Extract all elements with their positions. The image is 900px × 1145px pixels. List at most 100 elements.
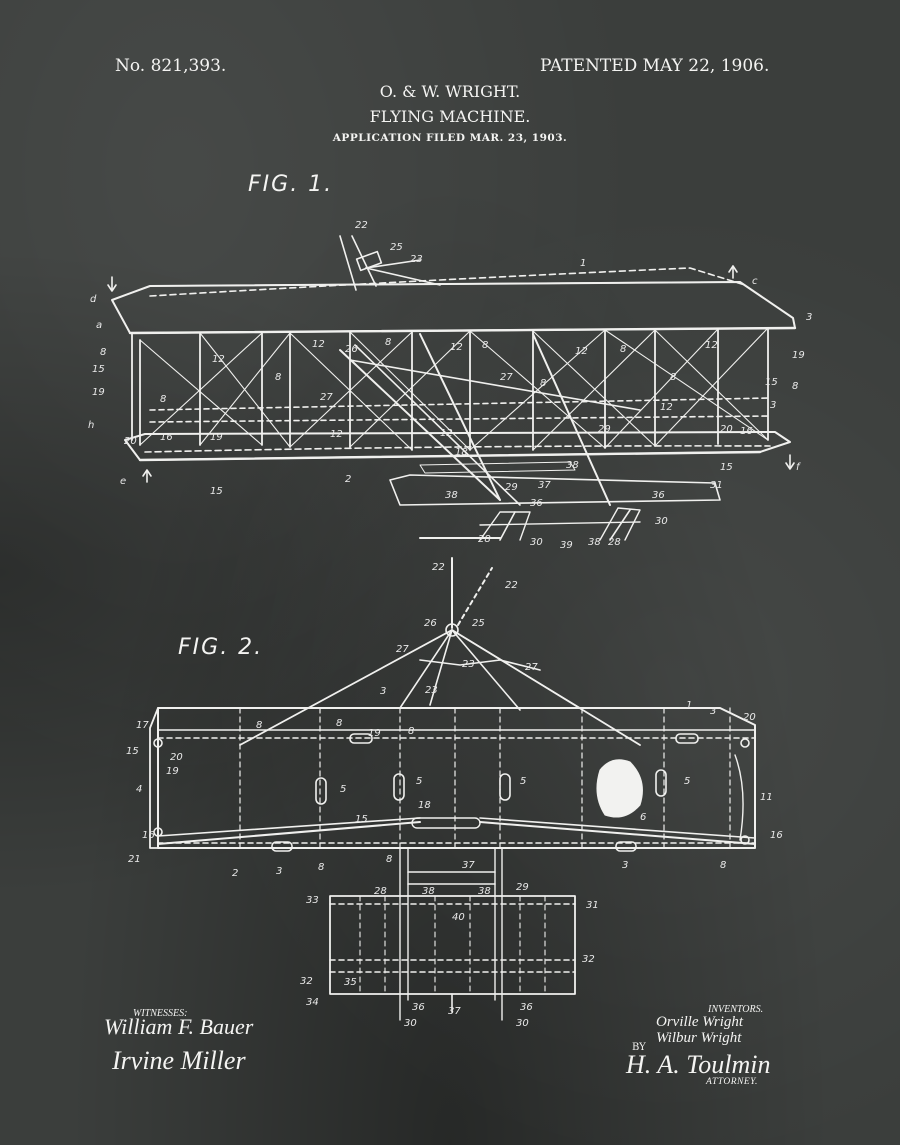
svg-text:a: a bbox=[96, 320, 102, 331]
svg-text:e: e bbox=[120, 476, 126, 487]
svg-text:8: 8 bbox=[540, 378, 546, 389]
svg-text:4: 4 bbox=[136, 784, 142, 795]
svg-text:36: 36 bbox=[652, 490, 665, 501]
svg-text:19: 19 bbox=[368, 728, 381, 739]
svg-text:3: 3 bbox=[622, 860, 628, 871]
svg-text:3: 3 bbox=[806, 312, 812, 323]
svg-text:5: 5 bbox=[340, 784, 346, 795]
svg-text:12: 12 bbox=[440, 428, 453, 439]
svg-text:15: 15 bbox=[210, 486, 223, 497]
svg-text:8: 8 bbox=[160, 394, 166, 405]
svg-text:6: 6 bbox=[640, 812, 646, 823]
svg-text:38: 38 bbox=[445, 490, 458, 501]
svg-text:29: 29 bbox=[516, 882, 529, 893]
svg-text:16: 16 bbox=[142, 830, 155, 841]
witness-1-signature: William F. Bauer bbox=[104, 1014, 254, 1039]
fig2-plan-drawing bbox=[149, 557, 756, 1021]
svg-text:8: 8 bbox=[792, 381, 798, 392]
svg-text:15: 15 bbox=[92, 364, 105, 375]
svg-text:5: 5 bbox=[416, 776, 422, 787]
svg-text:32: 32 bbox=[582, 954, 595, 965]
svg-text:18: 18 bbox=[418, 800, 431, 811]
svg-text:h: h bbox=[88, 420, 94, 431]
svg-text:8: 8 bbox=[482, 340, 488, 351]
svg-text:23: 23 bbox=[425, 685, 438, 696]
svg-text:38: 38 bbox=[566, 460, 579, 471]
svg-text:15: 15 bbox=[355, 814, 368, 825]
svg-text:12: 12 bbox=[575, 346, 588, 357]
svg-text:27: 27 bbox=[500, 372, 513, 383]
svg-text:15: 15 bbox=[765, 377, 778, 388]
fig1-biplane-drawing bbox=[107, 235, 797, 541]
svg-text:23: 23 bbox=[410, 254, 423, 265]
svg-text:15: 15 bbox=[126, 746, 139, 757]
svg-text:8: 8 bbox=[275, 372, 281, 383]
svg-text:8: 8 bbox=[386, 854, 392, 865]
svg-text:29: 29 bbox=[505, 482, 518, 493]
patent-date: PATENTED MAY 22, 1906. bbox=[540, 56, 770, 76]
svg-text:19: 19 bbox=[166, 766, 179, 777]
fig1-label: FIG. 1. bbox=[248, 172, 334, 197]
svg-text:8: 8 bbox=[670, 372, 676, 383]
svg-text:34: 34 bbox=[306, 997, 319, 1008]
inventor-1-signature: Orville Wright bbox=[656, 1014, 744, 1030]
svg-text:16: 16 bbox=[160, 432, 173, 443]
svg-text:2: 2 bbox=[345, 474, 351, 485]
svg-text:38: 38 bbox=[422, 886, 435, 897]
svg-text:5: 5 bbox=[520, 776, 526, 787]
svg-text:28: 28 bbox=[478, 534, 491, 545]
svg-text:27: 27 bbox=[525, 662, 538, 673]
svg-text:28: 28 bbox=[374, 886, 387, 897]
attorney-signature: H. A. Toulmin bbox=[626, 1050, 771, 1079]
svg-text:33: 33 bbox=[306, 895, 319, 906]
fig2-label: FIG. 2. bbox=[178, 635, 264, 660]
svg-text:27: 27 bbox=[396, 644, 409, 655]
svg-text:8: 8 bbox=[620, 344, 626, 355]
svg-text:25: 25 bbox=[472, 618, 485, 629]
by-label: BY bbox=[632, 1042, 646, 1053]
svg-text:2: 2 bbox=[232, 868, 238, 879]
svg-text:12: 12 bbox=[450, 342, 463, 353]
svg-text:5: 5 bbox=[684, 776, 690, 787]
svg-text:28: 28 bbox=[608, 537, 621, 548]
svg-text:37: 37 bbox=[448, 1006, 461, 1017]
inventor-2-signature: Wilbur Wright bbox=[656, 1030, 742, 1046]
svg-text:1: 1 bbox=[686, 700, 692, 711]
inventors-heading: INVENTORS. bbox=[708, 1004, 764, 1015]
svg-text:c: c bbox=[752, 276, 758, 287]
svg-text:8: 8 bbox=[256, 720, 262, 731]
svg-text:22: 22 bbox=[505, 580, 518, 591]
svg-text:26: 26 bbox=[345, 344, 358, 355]
svg-text:38: 38 bbox=[588, 537, 601, 548]
svg-text:3: 3 bbox=[770, 400, 776, 411]
attorney-heading: ATTORNEY. bbox=[706, 1077, 758, 1087]
svg-text:26: 26 bbox=[424, 618, 437, 629]
svg-text:30: 30 bbox=[530, 537, 543, 548]
svg-text:8: 8 bbox=[720, 860, 726, 871]
svg-text:29: 29 bbox=[598, 424, 611, 435]
svg-text:3: 3 bbox=[710, 706, 716, 717]
svg-text:8: 8 bbox=[408, 726, 414, 737]
witness-2-signature: Irvine Miller bbox=[112, 1046, 246, 1075]
svg-text:20: 20 bbox=[743, 712, 756, 723]
inventors-line: O. & W. WRIGHT. bbox=[379, 82, 521, 101]
application-filed: APPLICATION FILED MAR. 23, 1903. bbox=[332, 132, 568, 144]
svg-text:16: 16 bbox=[740, 426, 753, 437]
machine-title: FLYING MACHINE. bbox=[369, 107, 531, 126]
svg-text:36: 36 bbox=[520, 1002, 533, 1013]
svg-text:12: 12 bbox=[312, 339, 325, 350]
svg-text:15: 15 bbox=[720, 462, 733, 473]
svg-text:30: 30 bbox=[404, 1018, 417, 1029]
svg-text:16: 16 bbox=[770, 830, 783, 841]
svg-text:8: 8 bbox=[385, 337, 391, 348]
svg-text:35: 35 bbox=[344, 977, 357, 988]
svg-text:11: 11 bbox=[760, 792, 773, 803]
svg-text:37: 37 bbox=[462, 860, 475, 871]
svg-text:20: 20 bbox=[720, 424, 733, 435]
svg-text:23: 23 bbox=[462, 659, 475, 670]
svg-text:31: 31 bbox=[586, 900, 599, 911]
svg-text:d: d bbox=[90, 294, 97, 305]
